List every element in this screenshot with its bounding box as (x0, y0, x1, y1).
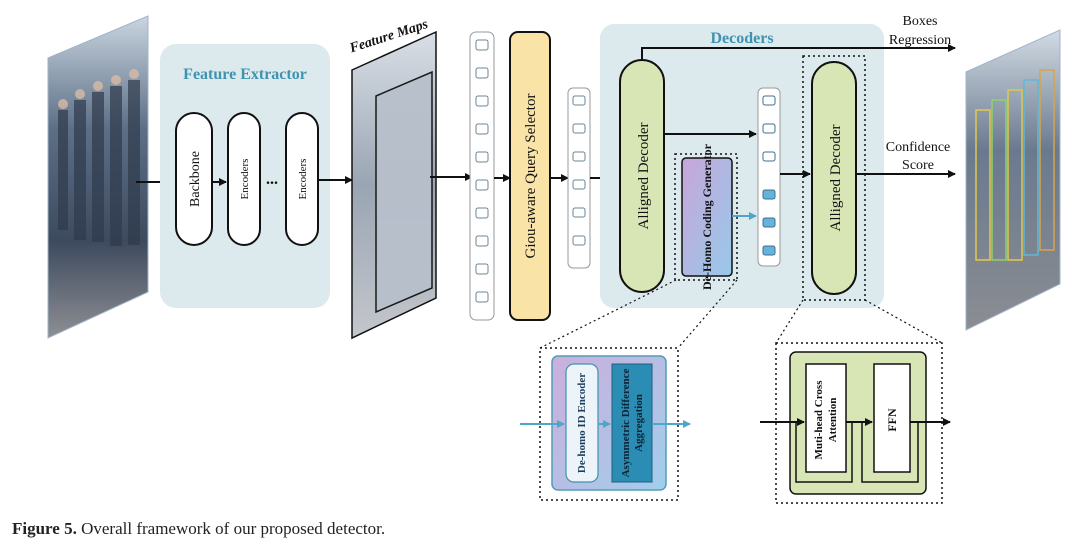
feature-maps: Feature Maps (347, 17, 437, 340)
aligned-decoder-2-label: Alligned Decoder (828, 124, 844, 231)
encoder-ellipsis: ... (266, 171, 278, 188)
query-selector-label: Giou-aware Query Selector (523, 94, 539, 259)
backbone-label: Backbone (188, 151, 203, 207)
dehomo-id-encoder-label: De-homo ID Encoder (576, 373, 588, 473)
token-column-3 (757, 87, 781, 267)
aligned-decoder-2 (811, 61, 857, 295)
multihead-attention-block (805, 363, 847, 473)
asymmetric-aggregation (611, 363, 653, 483)
caption-text: Overall framework of our proposed detect… (76, 519, 386, 538)
feature-extractor-title: Feature Extractor (183, 66, 307, 83)
token-column-1 (469, 31, 495, 321)
ffn-block (873, 363, 911, 473)
output-image (965, 29, 1061, 331)
dehomo-generator-label: De-Homo Coding Generator (700, 143, 714, 290)
boxes-label-2: Regression (889, 33, 951, 48)
encoder-block-1 (227, 112, 261, 246)
aggregation-label-2: Aggregation (633, 394, 645, 452)
figure-caption: Figure 5. Overall framework of our propo… (12, 519, 385, 539)
detail-dehomo-generator: De-homo ID Encoder Asymmetric Difference… (520, 347, 691, 501)
decoders-panel: Decoders Alligned Decoder De-Homo Coding… (600, 24, 956, 308)
confidence-label-2: Score (902, 158, 934, 173)
aligned-decoder-1-label: Alligned Decoder (636, 122, 652, 229)
feature-extractor-panel: Feature Extractor Backbone Encoders ... … (160, 44, 330, 308)
decoders-title: Decoders (710, 30, 773, 47)
encoder-label-2: Encoders (297, 159, 309, 200)
encoder-label-1: Encoders (239, 159, 251, 200)
query-selector: Giou-aware Query Selector (509, 31, 551, 321)
ffn-label: FFN (885, 408, 899, 432)
caption-label: Figure 5. (12, 519, 77, 538)
input-image (47, 15, 149, 339)
detail-aligned-decoder: Muti-head Cross Attention FFN (760, 342, 951, 504)
backbone-block (175, 112, 213, 246)
attention-label-1: Muti-head Cross (813, 380, 825, 460)
boxes-label-1: Boxes (903, 14, 938, 29)
token-column-2 (567, 87, 591, 269)
attention-label-2: Attention (827, 398, 839, 443)
aggregation-label-1: Asymmetric Difference (620, 368, 632, 477)
confidence-label-1: Confidence (886, 140, 951, 155)
